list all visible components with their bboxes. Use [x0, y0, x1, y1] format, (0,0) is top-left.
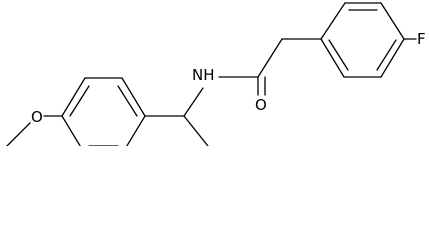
ring-bond — [121, 77, 146, 117]
ring-bond — [126, 115, 146, 146]
chemical-structure: F O NH O — [6, 2, 426, 146]
methoxyphenyl-ring — [61, 77, 146, 146]
fluorophenyl-ring — [320, 2, 405, 78]
ether-oxygen-label: O — [31, 108, 43, 126]
ring-inner-double-bond — [328, 39, 349, 71]
fluorine-label: F — [417, 30, 426, 48]
methylene-to-carbonyl-bond — [257, 38, 283, 78]
ring-bond — [61, 115, 81, 146]
nitrogen-to-methine-bond — [183, 87, 204, 117]
ring-bond — [380, 38, 405, 78]
ring-inner-double-bond — [376, 39, 397, 71]
ring-inner-double-bond — [69, 85, 90, 117]
amide-nitrogen-label: NH — [192, 66, 215, 84]
carbonyl-oxygen-label: O — [255, 96, 267, 114]
methoxy-methyl-bond — [6, 122, 31, 146]
ring-inner-double-bond — [117, 85, 138, 117]
ring-bond — [380, 2, 405, 40]
ring-bond — [61, 77, 86, 117]
ring-bond — [320, 2, 346, 40]
methyl-bond — [183, 115, 209, 146]
ring-bond — [320, 38, 345, 78]
